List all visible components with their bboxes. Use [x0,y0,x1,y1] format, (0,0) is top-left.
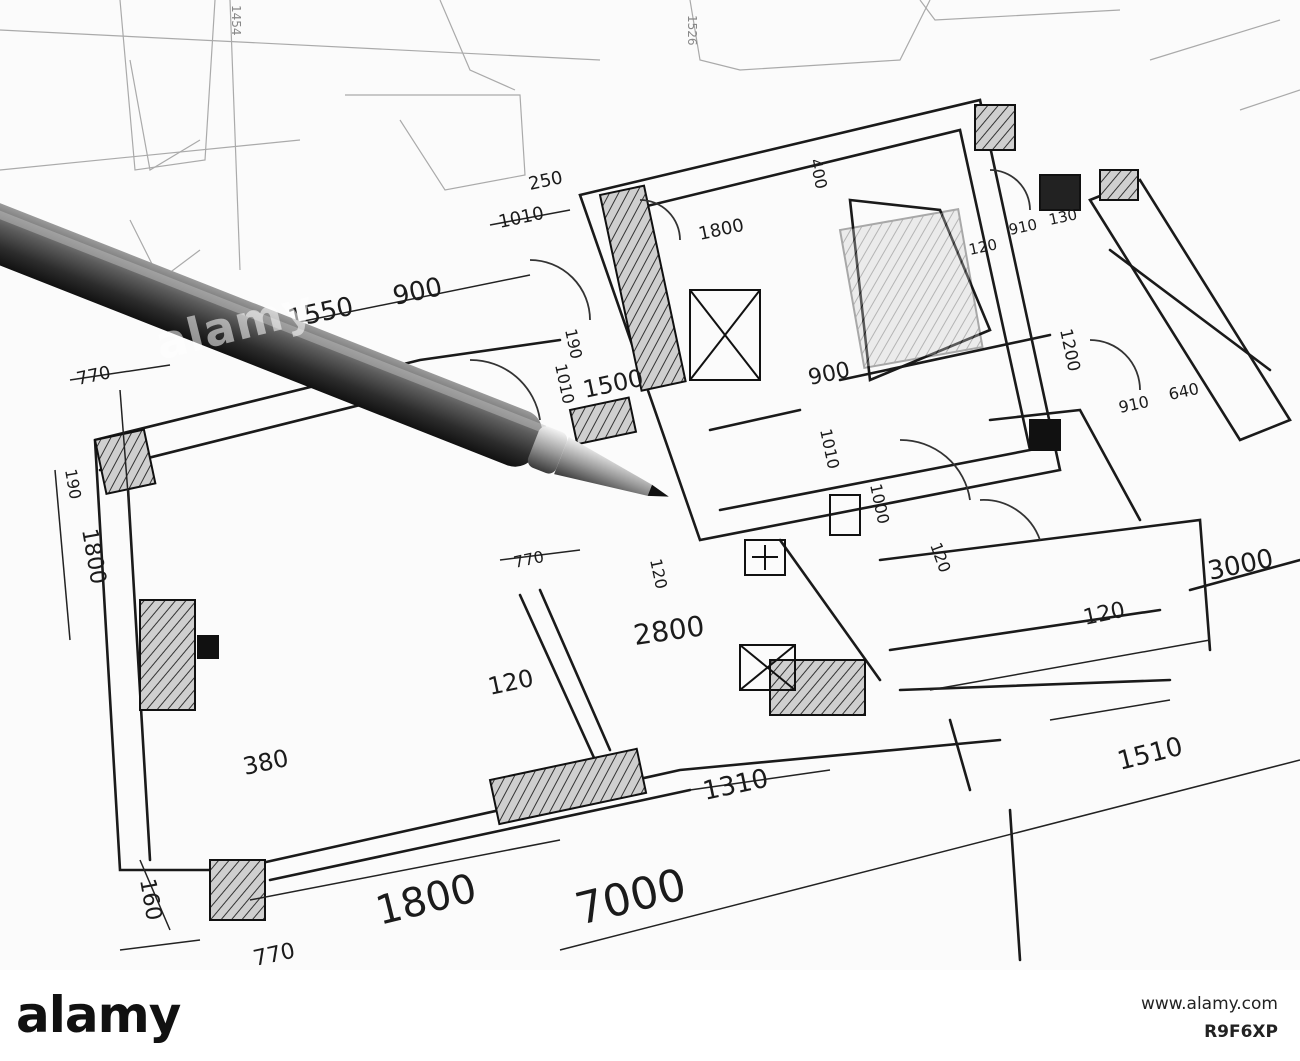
dim-910-a: 910 [1007,215,1039,239]
fixtures [197,289,1061,691]
dim-1310: 1310 [700,764,771,807]
dim-1010-c: 1010 [816,427,843,471]
dim-1010-b: 1010 [551,362,578,406]
dim-1454: 1454 [229,5,243,36]
alamy-logo: alamy [16,986,181,1044]
dim-1526: 1526 [685,15,699,46]
dim-7000: 7000 [570,859,691,936]
dim-160: 160 [134,877,166,923]
dimension-lines [54,209,1300,951]
background-sheet-lines [0,0,1300,281]
stock-footer: alamy www.alamy.com R9F6XP [0,970,1300,1061]
plan-walls [93,98,1300,962]
dim-190: 190 [561,327,586,361]
footer-url: www.alamy.com [1140,994,1278,1014]
dim-910-b: 910 [1117,392,1151,417]
dim-1510: 1510 [1114,732,1185,777]
architectural-sketch-photo: 1550 900 1010 250 1800 400 910 130 120 1… [0,0,1300,970]
dim-1800-top: 1800 [697,215,746,245]
dim-120-b: 120 [926,540,954,575]
dim-190-b: 190 [61,467,85,500]
dim-120-c: 120 [646,557,671,591]
dim-1500: 1500 [580,364,646,404]
dim-770-mid: 770 [512,547,546,572]
dim-130: 130 [1047,205,1079,229]
dim-900-mid: 900 [806,358,852,391]
dim-120-a: 120 [967,235,999,259]
dim-2800: 2800 [631,609,706,652]
dim-900: 900 [390,272,445,312]
dim-1200: 1200 [1055,327,1084,373]
dim-1800-bottom: 1800 [371,865,481,934]
dim-1800-left: 1800 [76,527,110,586]
image-id: R9F6XP [1204,1022,1278,1042]
dim-120-e: 120 [485,664,536,701]
dim-380: 380 [240,744,291,781]
dim-250: 250 [527,167,565,195]
dim-1000: 1000 [866,482,893,526]
floor-plan-drawing: 1550 900 1010 250 1800 400 910 130 120 1… [0,0,1300,970]
mechanical-pencil [0,198,669,497]
dim-640: 640 [1167,379,1201,404]
dim-1010: 1010 [497,203,546,233]
hatched-wall-blocks [93,104,1139,921]
dimension-labels: 1550 900 1010 250 1800 400 910 130 120 1… [61,5,1276,970]
door-swings [469,169,1141,541]
dim-770-left: 770 [75,362,113,390]
dim-3000: 3000 [1205,544,1276,587]
dim-770-bottom: 770 [251,939,297,970]
dim-120-d: 120 [1081,598,1127,631]
